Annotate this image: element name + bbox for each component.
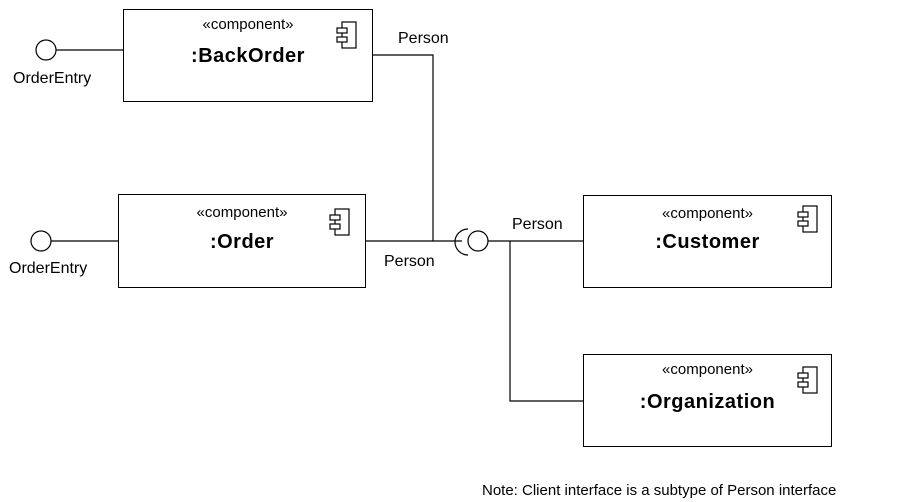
order-person-label: Person	[384, 253, 435, 270]
person-lollipop-icon	[467, 230, 489, 252]
orderentry-lollipop-icon	[30, 230, 52, 252]
component-name: :BackOrder	[191, 45, 305, 67]
component-stereotype: «component»	[662, 205, 753, 222]
diagram-note: Note: Client interface is a subtype of P…	[482, 482, 837, 499]
component-icon	[336, 21, 357, 49]
order-component[interactable]: «component» :Order	[118, 194, 366, 288]
customer-component[interactable]: «component» :Customer	[583, 195, 832, 288]
backorder-component[interactable]: «component» :BackOrder	[123, 9, 373, 102]
component-name: :Organization	[639, 391, 776, 413]
component-icon	[797, 205, 818, 233]
component-name: :Order	[209, 231, 275, 253]
component-icon	[797, 366, 818, 394]
component-icon	[329, 208, 350, 236]
backorder-person-wire	[373, 54, 434, 241]
orderentry-lollipop-icon	[35, 39, 57, 61]
backorder-person-label: Person	[398, 30, 449, 47]
component-stereotype: «component»	[662, 361, 753, 378]
organization-component[interactable]: «component» :Organization	[583, 354, 832, 447]
component-stereotype: «component»	[196, 204, 288, 221]
component-name: :Customer	[655, 231, 760, 253]
customer-person-label: Person	[512, 216, 563, 233]
person-socket-icon	[454, 228, 469, 256]
backorder-orderentry-label: OrderEntry	[13, 70, 92, 87]
order-orderentry-label: OrderEntry	[9, 260, 88, 277]
person-organization-wire	[509, 241, 583, 402]
component-stereotype: «component»	[202, 16, 294, 33]
